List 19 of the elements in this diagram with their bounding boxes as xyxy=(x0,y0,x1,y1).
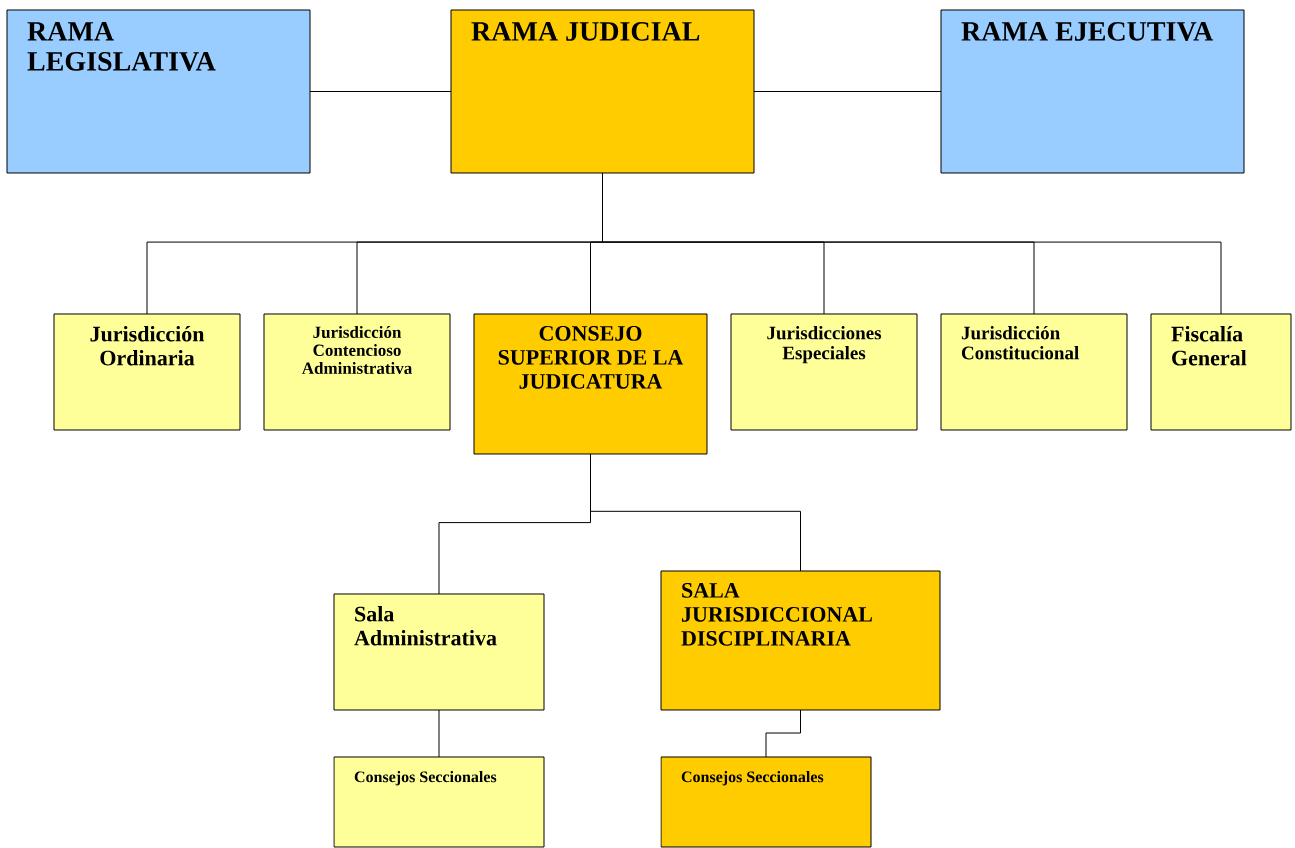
org-box: RAMA LEGISLATIVA xyxy=(6,9,311,174)
org-box: Jurisdicción Ordinaria xyxy=(53,313,241,431)
org-box: Consejos Seccionales xyxy=(333,756,545,848)
org-box: Fiscalía General xyxy=(1150,313,1292,431)
org-box: Consejos Seccionales xyxy=(660,756,872,848)
org-box: Jurisdicciones Especiales xyxy=(730,313,918,431)
org-box: SALA JURISDICCIONAL DISCIPLINARIA xyxy=(660,570,941,711)
connector-line xyxy=(602,172,1222,315)
connector-line xyxy=(309,91,452,92)
org-box: Jurisdicción Contencioso Administrativa xyxy=(263,313,451,431)
connector-line xyxy=(590,453,801,572)
connector-line xyxy=(438,709,440,758)
org-box: CONSEJO SUPERIOR DE LA JUDICATURA xyxy=(473,313,708,455)
org-box: RAMA JUDICIAL xyxy=(450,9,755,174)
org-box: RAMA EJECUTIVA xyxy=(940,9,1245,174)
org-box: Jurisdicción Constitucional xyxy=(940,313,1128,431)
connector-line xyxy=(765,709,801,758)
connector-line xyxy=(753,91,942,92)
org-box: Sala Administrativa xyxy=(333,593,545,711)
